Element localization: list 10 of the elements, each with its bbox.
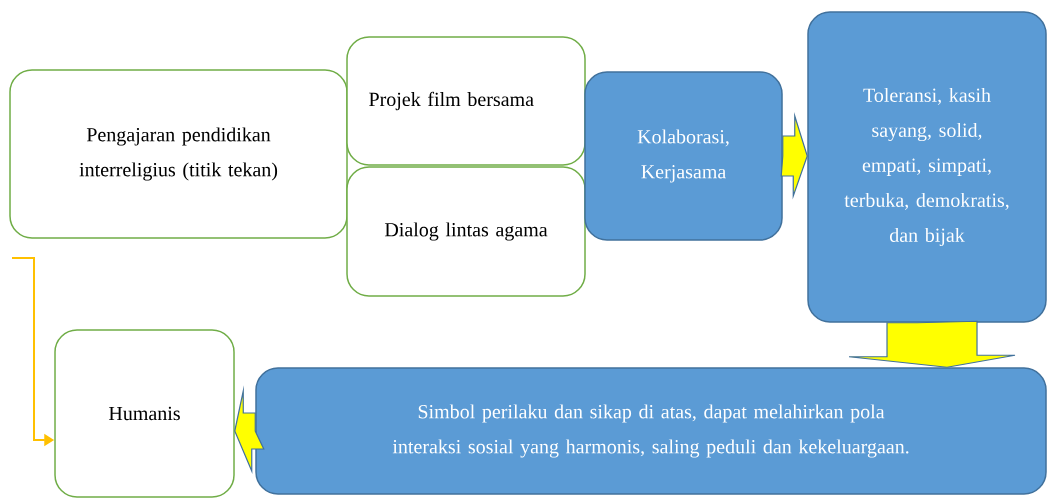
text-box: Dialog lintas agama (346, 166, 586, 297)
text-box: Pengajaran pendidikan interreligius (titik tekan) (9, 69, 348, 239)
block-arrow (780, 112, 808, 200)
block-arrow (848, 320, 1016, 368)
text-box: Projek film bersama (346, 36, 586, 166)
rounded-box: Simbol perilaku dan sikap di atas, dapat melahirkan pola interaksi sosial yang harmonis, saling peduli dan kekeluargaan. (255, 367, 1047, 495)
rounded-box: Toleransi, kasih sayang, solid, empati, simpati, terbuka, demokratis, dan bijak (807, 11, 1047, 323)
block-arrow (234, 385, 265, 474)
text-box: Humanis (54, 329, 235, 498)
rounded-box: Kolaborasi, Kerjasama (584, 71, 783, 241)
